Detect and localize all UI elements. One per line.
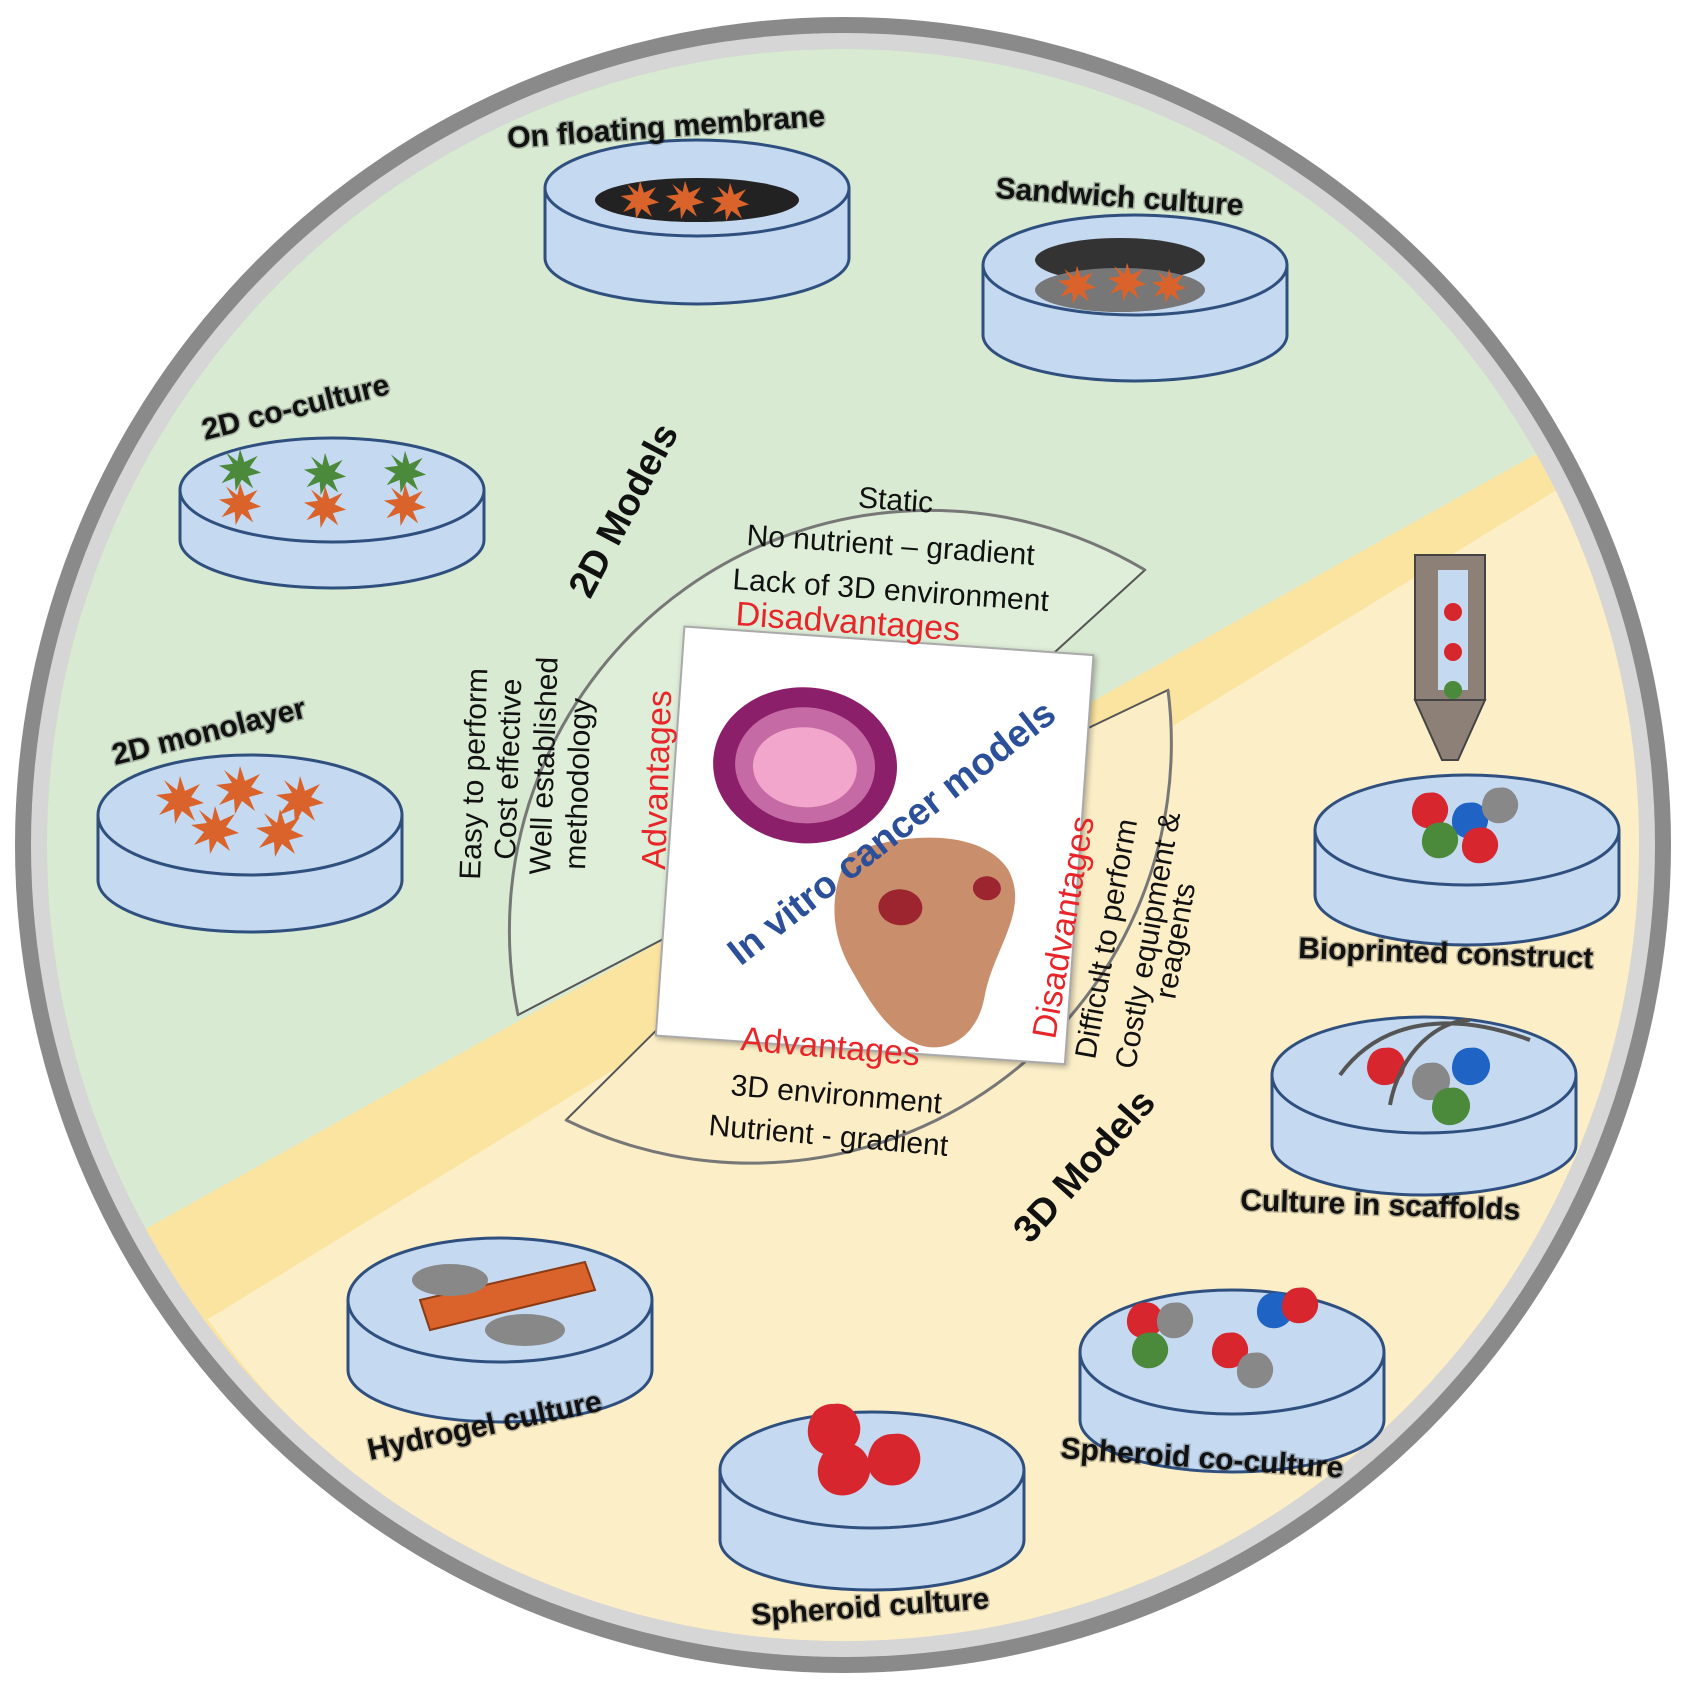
models-2d-advantage-item: Cost effective bbox=[489, 678, 528, 860]
models-2d-advantages-label: Advantages bbox=[635, 689, 679, 870]
dish-hydrogel-culture bbox=[346, 1236, 654, 1424]
models-2d-advantage-item: methodology bbox=[559, 697, 598, 870]
models-2d-disadvantage-item: Static bbox=[857, 481, 934, 519]
dish-spheroid-coculture bbox=[1078, 1287, 1386, 1474]
center-card: In vitro cancer models bbox=[654, 625, 1095, 1066]
dish-sandwich-culture bbox=[981, 213, 1289, 383]
dish-2d-monolayer bbox=[96, 753, 404, 934]
dish-culture-in-scaffolds bbox=[1270, 1015, 1578, 1197]
dish-spheroid-culture bbox=[718, 1403, 1026, 1592]
tissue-image bbox=[834, 837, 1016, 1048]
dish-bioprinted-construct bbox=[1313, 554, 1621, 947]
models-2d-advantage-item: Easy to perform bbox=[454, 667, 494, 880]
dish-2d-coculture bbox=[178, 436, 486, 590]
models-2d-advantage-item: Well established bbox=[524, 656, 565, 875]
dish-floating-membrane bbox=[543, 138, 851, 306]
models-2d-advantages-list: Easy to perform Cost effective Well esta… bbox=[454, 656, 598, 880]
